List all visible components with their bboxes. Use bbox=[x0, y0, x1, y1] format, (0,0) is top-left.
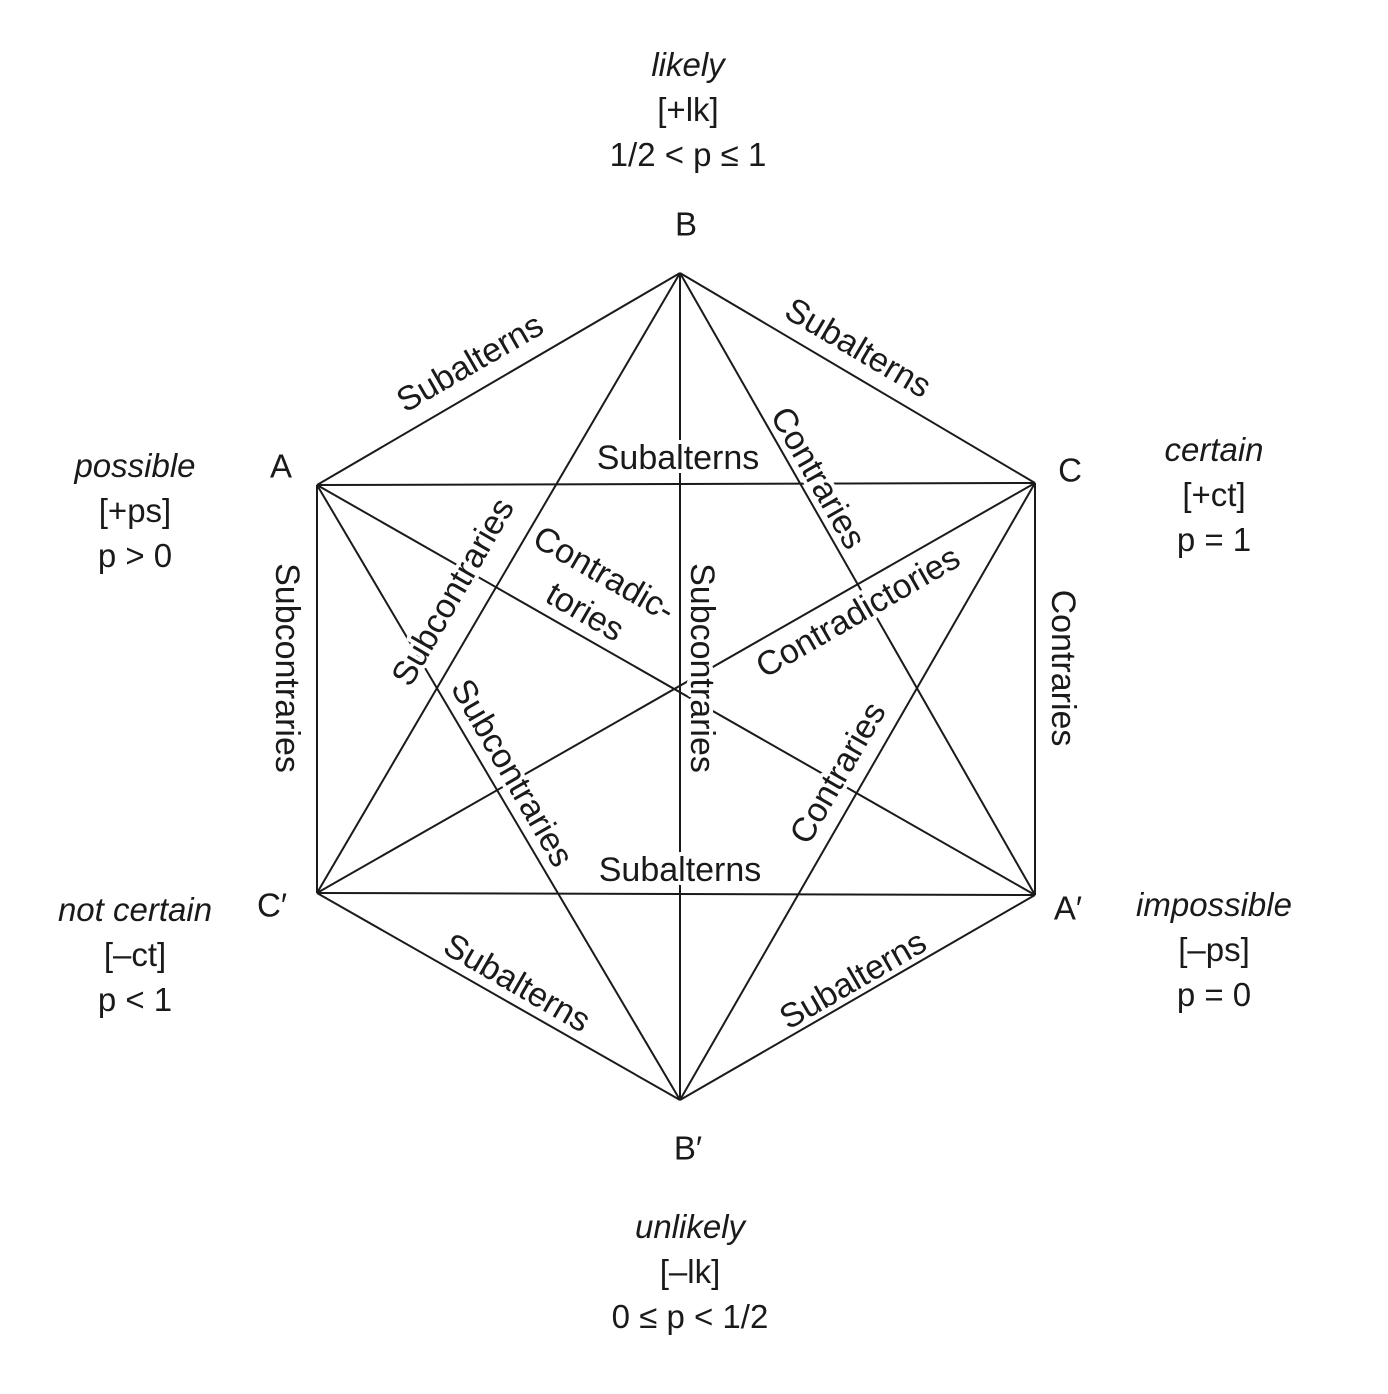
caption-word: not certain bbox=[58, 891, 212, 928]
label-contradictories-c-cprime: Contradictories bbox=[749, 538, 966, 685]
line-c-bprime bbox=[679, 482, 1036, 1101]
label-subalterns-a-c: Subalterns bbox=[597, 439, 760, 477]
label-subalterns-bprime-aprime: Subalterns bbox=[773, 923, 933, 1037]
caption-feature: [–ps] bbox=[1178, 931, 1250, 968]
diagram-lines bbox=[316, 272, 1036, 1101]
line-a-aprime bbox=[316, 484, 1036, 896]
caption-cprime: not certain [–ct] p < 1 bbox=[58, 891, 212, 1018]
caption-b: likely [+lk] 1/2 < p ≤ 1 bbox=[610, 46, 767, 173]
line-c-cprime bbox=[316, 482, 1036, 894]
caption-word: possible bbox=[73, 447, 195, 484]
vertex-c: C bbox=[1058, 452, 1082, 489]
edge-aprime-bprime bbox=[679, 894, 1036, 1101]
caption-word: certain bbox=[1164, 431, 1263, 468]
vertex-bprime: B′ bbox=[674, 1130, 702, 1167]
caption-word: likely bbox=[651, 46, 727, 83]
caption-feature: [+ct] bbox=[1182, 476, 1245, 513]
label-subalterns-cprime-bprime: Subalterns bbox=[437, 926, 597, 1040]
caption-range: 0 ≤ p < 1/2 bbox=[612, 1298, 769, 1335]
caption-a: possible [+ps] p > 0 bbox=[73, 447, 195, 574]
caption-word: impossible bbox=[1136, 886, 1292, 923]
caption-feature: [–ct] bbox=[104, 936, 166, 973]
vertex-labels: B C A′ B′ C′ A bbox=[257, 206, 1082, 1167]
caption-range: p > 0 bbox=[98, 537, 172, 574]
caption-bprime: unlikely [–lk] 0 ≤ p < 1/2 bbox=[612, 1208, 769, 1335]
line-a-c bbox=[316, 482, 1036, 486]
caption-range: p = 0 bbox=[1177, 976, 1251, 1013]
edge-bprime-cprime bbox=[316, 892, 681, 1101]
caption-c: certain [+ct] p = 1 bbox=[1164, 431, 1263, 558]
line-a-bprime bbox=[316, 484, 681, 1101]
label-contraries-b-aprime: Contraries bbox=[763, 400, 874, 555]
vertex-b: B bbox=[675, 206, 697, 243]
edge-b-c bbox=[679, 272, 1036, 484]
label-subalterns-cprime-aprime: Subalterns bbox=[599, 851, 762, 889]
caption-range: p = 1 bbox=[1177, 521, 1251, 558]
caption-aprime: impossible [–ps] p = 0 bbox=[1136, 886, 1292, 1013]
label-subalterns-b-c: Subalterns bbox=[778, 290, 937, 405]
label-contraries-c-aprime: Contraries bbox=[1044, 590, 1082, 747]
line-cprime-aprime bbox=[316, 892, 1036, 896]
label-subcontraries-a-bprime: Subcontraries bbox=[443, 673, 581, 874]
caption-feature: [+lk] bbox=[657, 91, 718, 128]
caption-range: 1/2 < p ≤ 1 bbox=[610, 136, 767, 173]
vertex-a: A bbox=[270, 448, 292, 485]
label-subcontraries-a-cprime: Subcontraries bbox=[268, 563, 306, 773]
edge-a-b bbox=[316, 272, 681, 486]
caption-feature: [+ps] bbox=[99, 492, 171, 529]
caption-range: p < 1 bbox=[98, 981, 172, 1018]
caption-word: unlikely bbox=[635, 1208, 748, 1245]
caption-feature: [–lk] bbox=[660, 1253, 721, 1290]
vertex-aprime: A′ bbox=[1054, 890, 1082, 927]
vertex-cprime: C′ bbox=[257, 887, 287, 924]
label-subcontraries-b-bprime: Subcontraries bbox=[683, 563, 721, 773]
line-b-cprime bbox=[316, 272, 681, 894]
relation-labels: Subalterns Subalterns Subalterns Contrar… bbox=[264, 286, 1086, 1044]
